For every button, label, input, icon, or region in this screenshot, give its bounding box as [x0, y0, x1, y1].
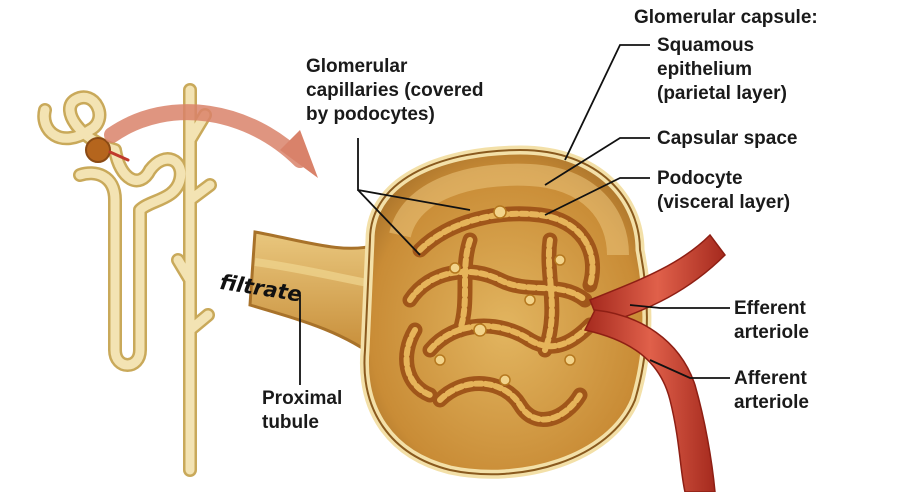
zoom-arrow	[104, 104, 318, 178]
leader-lines	[299, 44, 730, 385]
label-podocyte: Podocyte (visceral layer)	[657, 168, 791, 213]
nephron-overview	[37, 83, 217, 477]
label-squamous-epithelium: Squamous epithelium (parietal layer)	[657, 35, 787, 104]
overview-glomerulus	[85, 137, 111, 163]
label-efferent-arteriole: Efferent arteriole	[734, 298, 809, 343]
efferent-arteriole	[589, 233, 726, 326]
diagram-title: Glomerular capsule:	[634, 7, 818, 28]
label-afferent-arteriole: Afferent arteriole	[734, 368, 809, 413]
capillary-tuft	[399, 205, 601, 427]
label-glomerular-capillaries: Glomerular capillaries (covered by podoc…	[306, 56, 484, 125]
label-proximal-tubule: Proximal tubule	[262, 388, 343, 433]
label-capsular-space: Capsular space	[657, 128, 798, 149]
